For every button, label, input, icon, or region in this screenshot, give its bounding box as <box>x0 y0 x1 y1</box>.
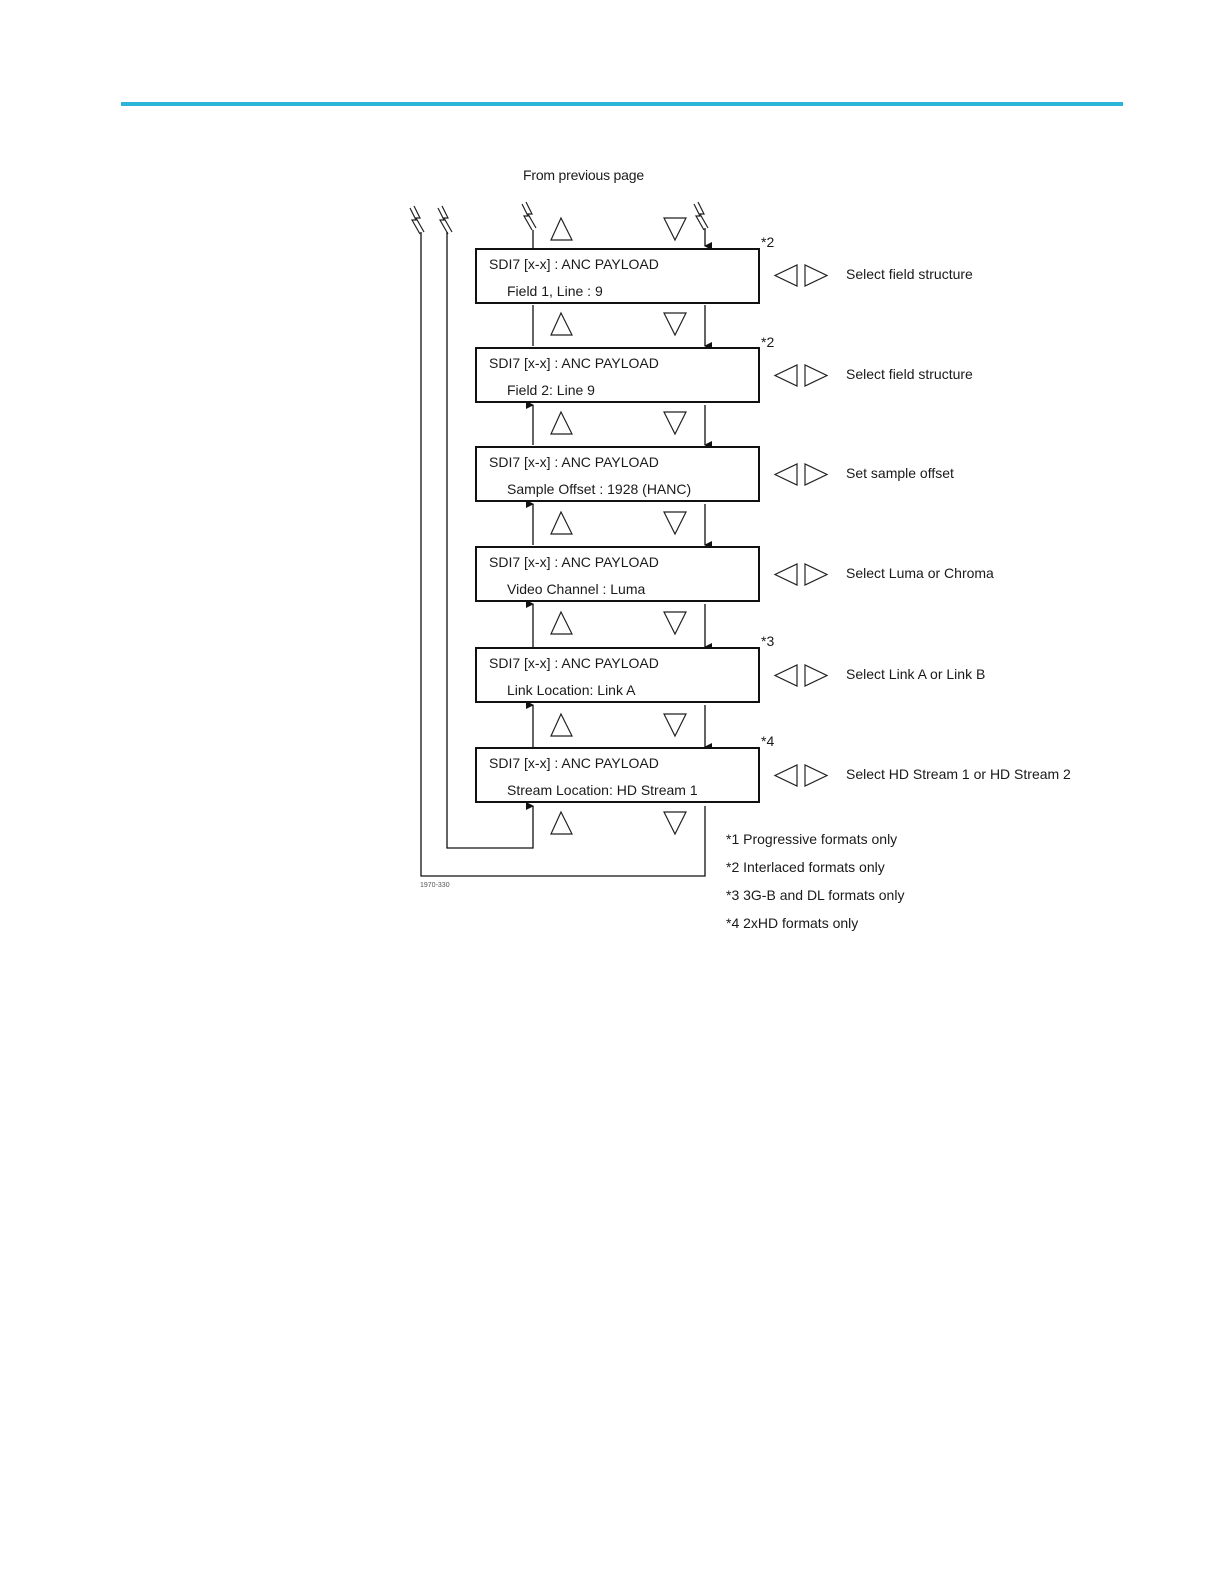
right-arrow-icon <box>804 764 829 787</box>
up-arrow-icon <box>550 712 573 737</box>
menu-box-video-channel: SDI7 [x-x] : ANC PAYLOAD Video Channel :… <box>475 546 760 602</box>
break-symbol-icon <box>521 201 537 231</box>
menu-value: Stream Location: HD Stream 1 <box>507 782 698 798</box>
menu-value: Video Channel : Luma <box>507 581 646 597</box>
down-arrow-icon <box>663 217 687 242</box>
up-arrow-icon <box>550 810 573 835</box>
down-arrow-icon <box>663 411 687 436</box>
header-rule <box>121 102 1123 106</box>
left-arrow-icon <box>773 563 798 586</box>
footnote: *1 Progressive formats only <box>726 831 898 847</box>
menu-box-field2: SDI7 [x-x] : ANC PAYLOAD Field 2: Line 9 <box>475 347 760 403</box>
down-arrow-icon <box>663 713 687 738</box>
box-note: *3 <box>761 633 775 649</box>
down-arrow-icon <box>663 511 687 536</box>
from-previous-page-label: From previous page <box>523 167 644 183</box>
footnote: *2 Interlaced formats only <box>726 859 885 875</box>
left-arrow-icon <box>773 264 798 287</box>
right-arrow-icon <box>804 364 829 387</box>
up-arrow-icon <box>550 410 573 435</box>
left-arrow-icon <box>773 664 798 687</box>
right-arrow-icon <box>804 463 829 486</box>
menu-value: Field 1, Line : 9 <box>507 283 603 299</box>
menu-box-field1: SDI7 [x-x] : ANC PAYLOAD Field 1, Line :… <box>475 248 760 304</box>
break-symbol-icon <box>409 205 425 235</box>
left-arrow-icon <box>773 463 798 486</box>
menu-value: Field 2: Line 9 <box>507 382 595 398</box>
right-arrow-icon <box>804 563 829 586</box>
down-arrow-icon <box>663 611 687 636</box>
menu-title: SDI7 [x-x] : ANC PAYLOAD <box>489 755 659 771</box>
figure-id: 1970-330 <box>420 882 450 889</box>
menu-title: SDI7 [x-x] : ANC PAYLOAD <box>489 355 659 371</box>
left-arrow-icon <box>773 364 798 387</box>
box-note: *2 <box>761 334 775 350</box>
down-arrow-icon <box>663 312 687 337</box>
up-arrow-icon <box>550 510 573 535</box>
menu-title: SDI7 [x-x] : ANC PAYLOAD <box>489 454 659 470</box>
menu-box-link-location: SDI7 [x-x] : ANC PAYLOAD Link Location: … <box>475 647 760 703</box>
step-description: Select Link A or Link B <box>846 666 986 682</box>
right-arrow-icon <box>804 264 829 287</box>
footnote: *4 2xHD formats only <box>726 915 859 931</box>
step-description: Select HD Stream 1 or HD Stream 2 <box>846 766 1071 782</box>
break-symbol-icon <box>693 201 709 231</box>
break-symbol-icon <box>437 205 453 235</box>
up-arrow-icon <box>550 610 573 635</box>
menu-value: Sample Offset : 1928 (HANC) <box>507 481 692 497</box>
box-note: *2 <box>761 234 775 250</box>
step-description: Select Luma or Chroma <box>846 565 994 581</box>
up-arrow-icon <box>550 216 573 241</box>
step-description: Select field structure <box>846 266 973 282</box>
menu-title: SDI7 [x-x] : ANC PAYLOAD <box>489 655 659 671</box>
left-arrow-icon <box>773 764 798 787</box>
box-note: *4 <box>761 733 775 749</box>
menu-box-stream-location: SDI7 [x-x] : ANC PAYLOAD Stream Location… <box>475 747 760 803</box>
menu-title: SDI7 [x-x] : ANC PAYLOAD <box>489 256 659 272</box>
step-description: Set sample offset <box>846 465 954 481</box>
footnote: *3 3G-B and DL formats only <box>726 887 905 903</box>
menu-value: Link Location: Link A <box>507 682 636 698</box>
step-description: Select field structure <box>846 366 973 382</box>
right-arrow-icon <box>804 664 829 687</box>
menu-box-sample-offset: SDI7 [x-x] : ANC PAYLOAD Sample Offset :… <box>475 446 760 502</box>
menu-title: SDI7 [x-x] : ANC PAYLOAD <box>489 554 659 570</box>
down-arrow-icon <box>663 811 687 836</box>
up-arrow-icon <box>550 311 573 336</box>
